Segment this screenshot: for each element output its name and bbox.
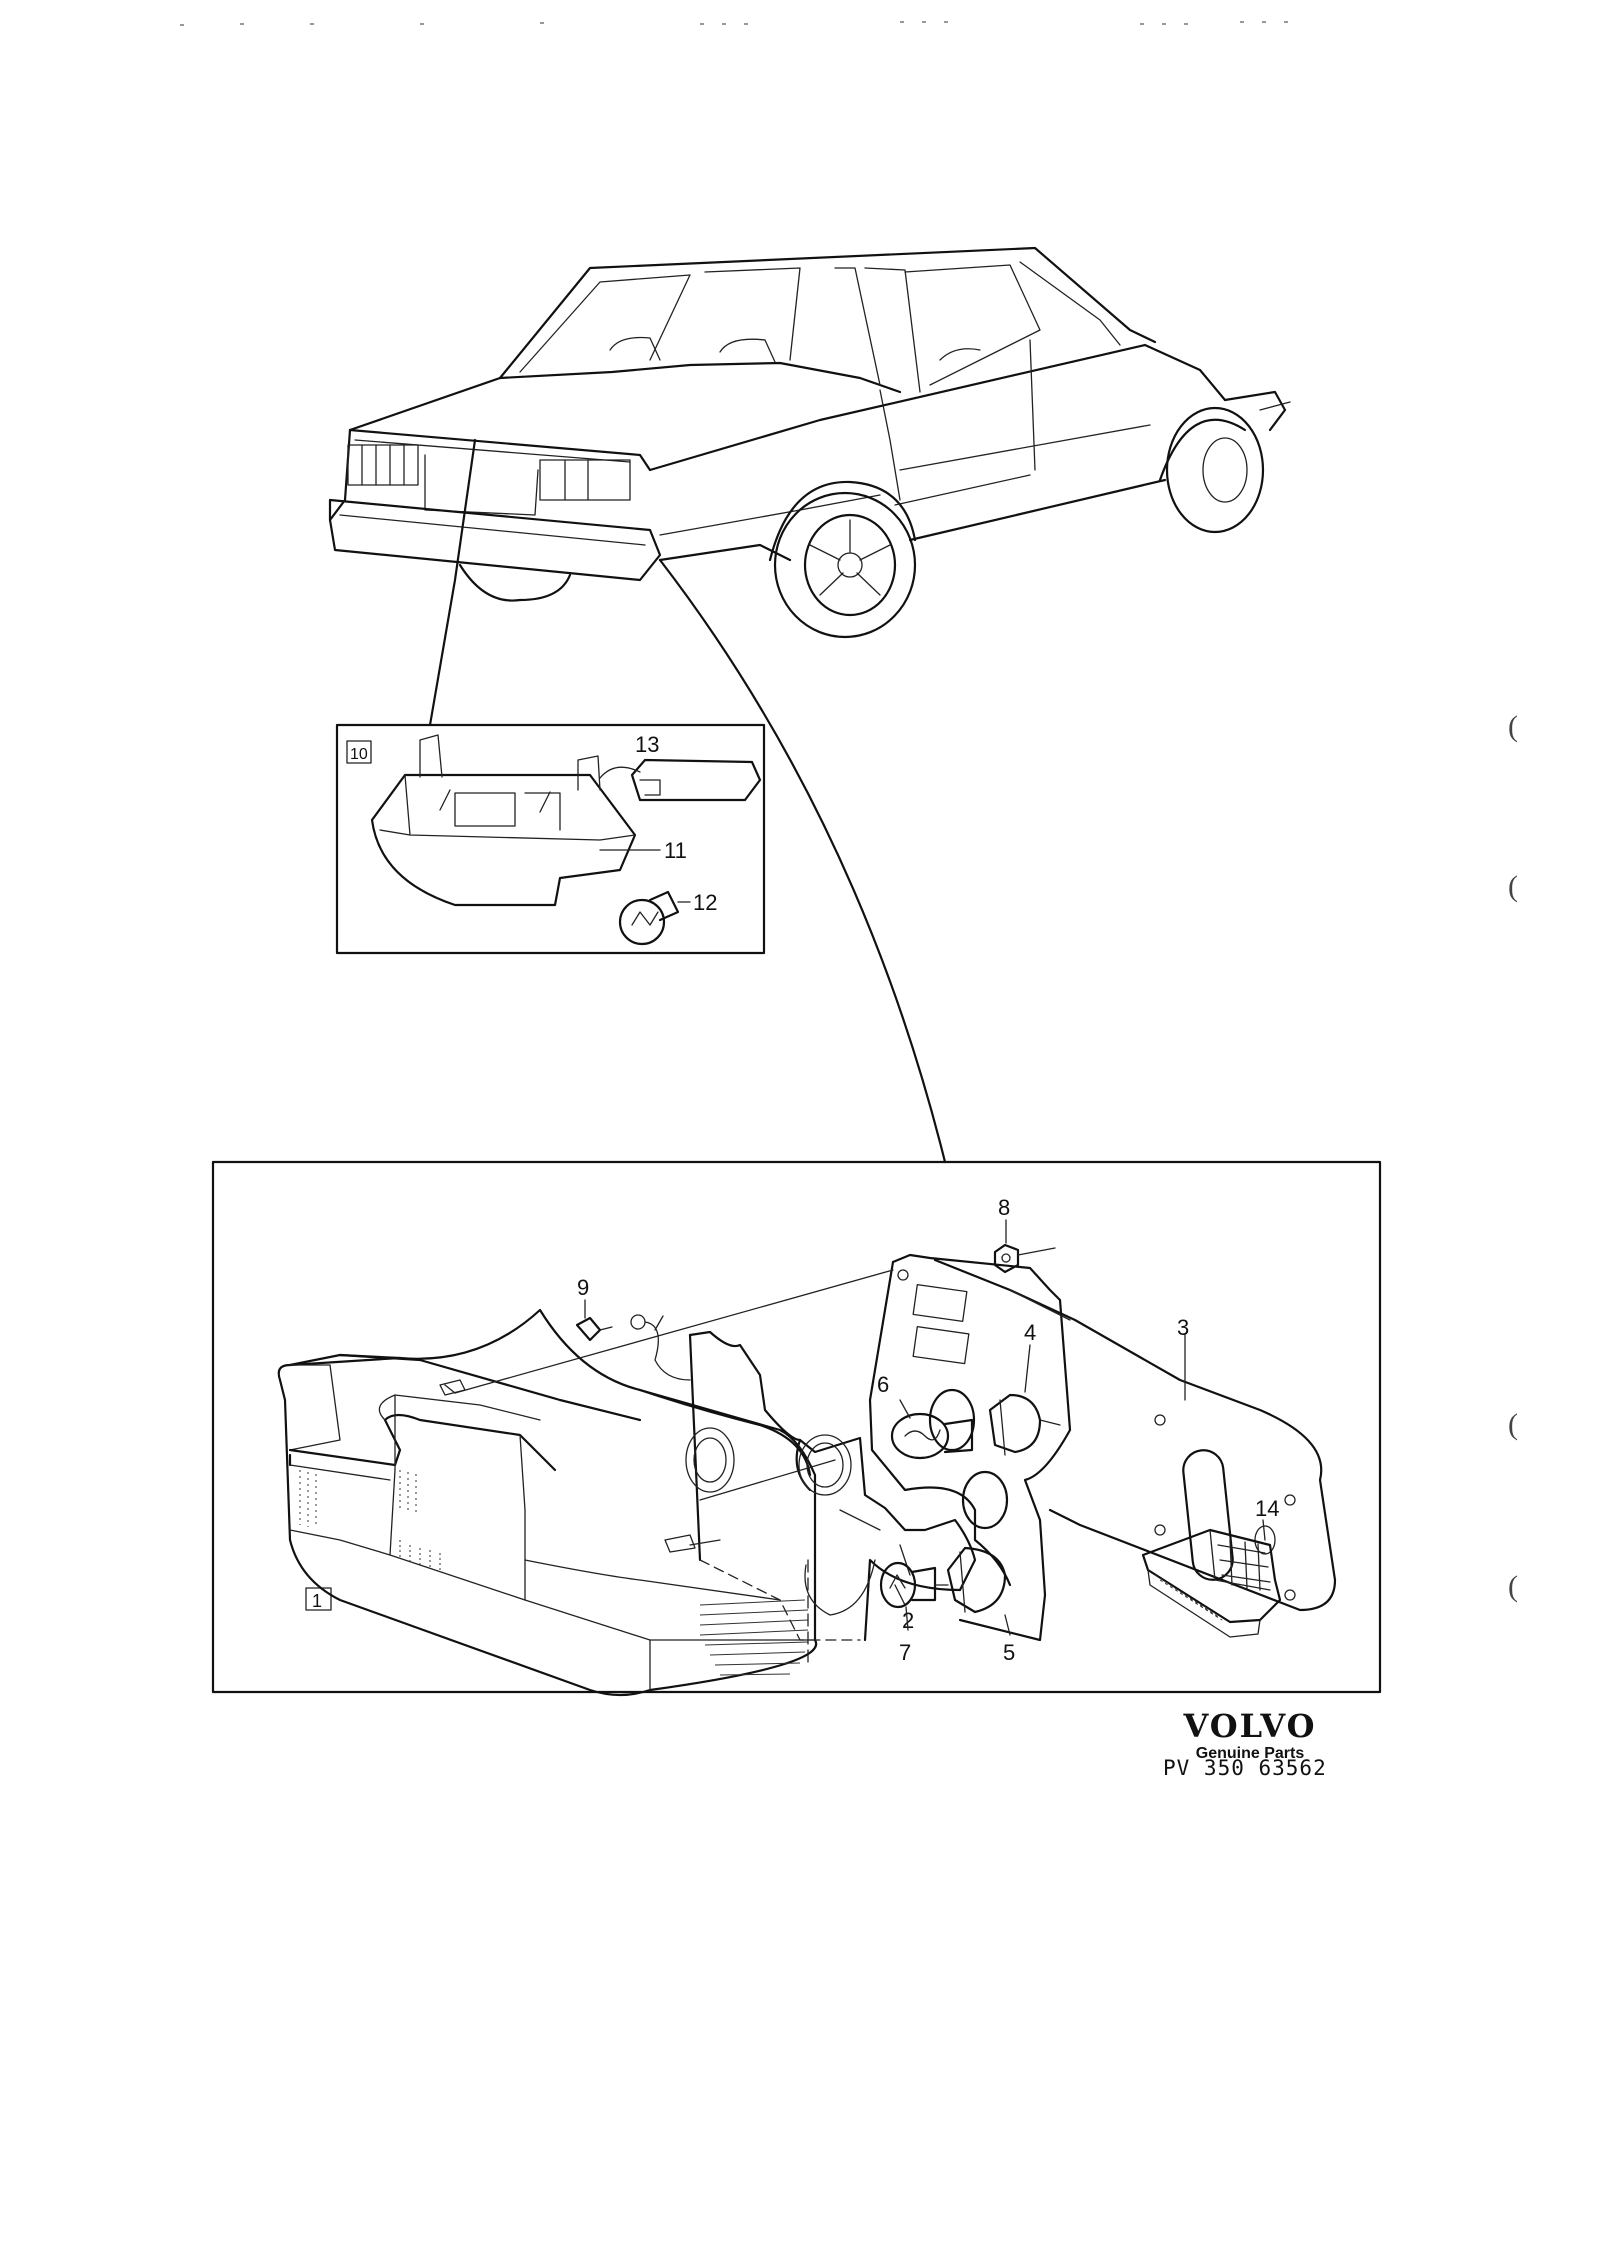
screw: 9 xyxy=(575,1275,691,1381)
bulb-small: 7 xyxy=(879,1561,937,1665)
backing-plate: 3 xyxy=(933,1258,1337,1612)
bulb-socket-lower: 5 xyxy=(934,1546,1015,1665)
callout-11: 11 xyxy=(664,838,687,863)
callout-5: 5 xyxy=(1003,1640,1015,1665)
callout-13: 13 xyxy=(635,732,659,757)
margin-mark-1: ( xyxy=(1508,710,1518,743)
callout-8: 8 xyxy=(998,1195,1010,1220)
callout-7: 7 xyxy=(899,1640,911,1665)
bulb-large: 6 xyxy=(877,1372,974,1460)
plate-light-box: 10 13 11 12 xyxy=(335,723,766,955)
taillight-lens xyxy=(277,1308,818,1697)
bulb-holder-plate xyxy=(807,1253,1072,1666)
brand-block: VOLVO Genuine Parts xyxy=(1150,1708,1350,1764)
margin-mark-3: ( xyxy=(1508,1408,1518,1441)
callout-3: 3 xyxy=(1177,1315,1189,1340)
callout-1: 1 xyxy=(312,1591,322,1611)
callout-9: 9 xyxy=(577,1275,589,1300)
scan-artifact xyxy=(180,21,1300,26)
callout-12: 12 xyxy=(693,890,717,915)
callout-4: 4 xyxy=(1024,1320,1036,1345)
bulb-socket-upper: 4 xyxy=(988,1320,1061,1456)
callout-2: 2 xyxy=(902,1608,914,1633)
margin-mark-4: ( xyxy=(1508,1570,1518,1603)
callout-14: 14 xyxy=(1255,1496,1279,1521)
volvo-logo: VOLVO xyxy=(1183,1707,1317,1745)
nut: 8 xyxy=(993,1195,1056,1274)
taillight-box: 1 xyxy=(211,1160,1382,1697)
leader-line-taillight xyxy=(658,558,947,1164)
brand-subtitle: Genuine Parts xyxy=(1195,1745,1305,1762)
reference-number: PV 350 63562 xyxy=(1163,1756,1327,1780)
callout-10: 10 xyxy=(350,746,368,763)
leader-line-plate-light xyxy=(428,438,477,727)
car-illustration xyxy=(328,246,1291,639)
margin-mark-2: ( xyxy=(1508,870,1518,903)
gasket: 2 xyxy=(685,1330,977,1642)
connector-block: 14 xyxy=(1141,1496,1282,1638)
callout-6: 6 xyxy=(877,1372,889,1397)
